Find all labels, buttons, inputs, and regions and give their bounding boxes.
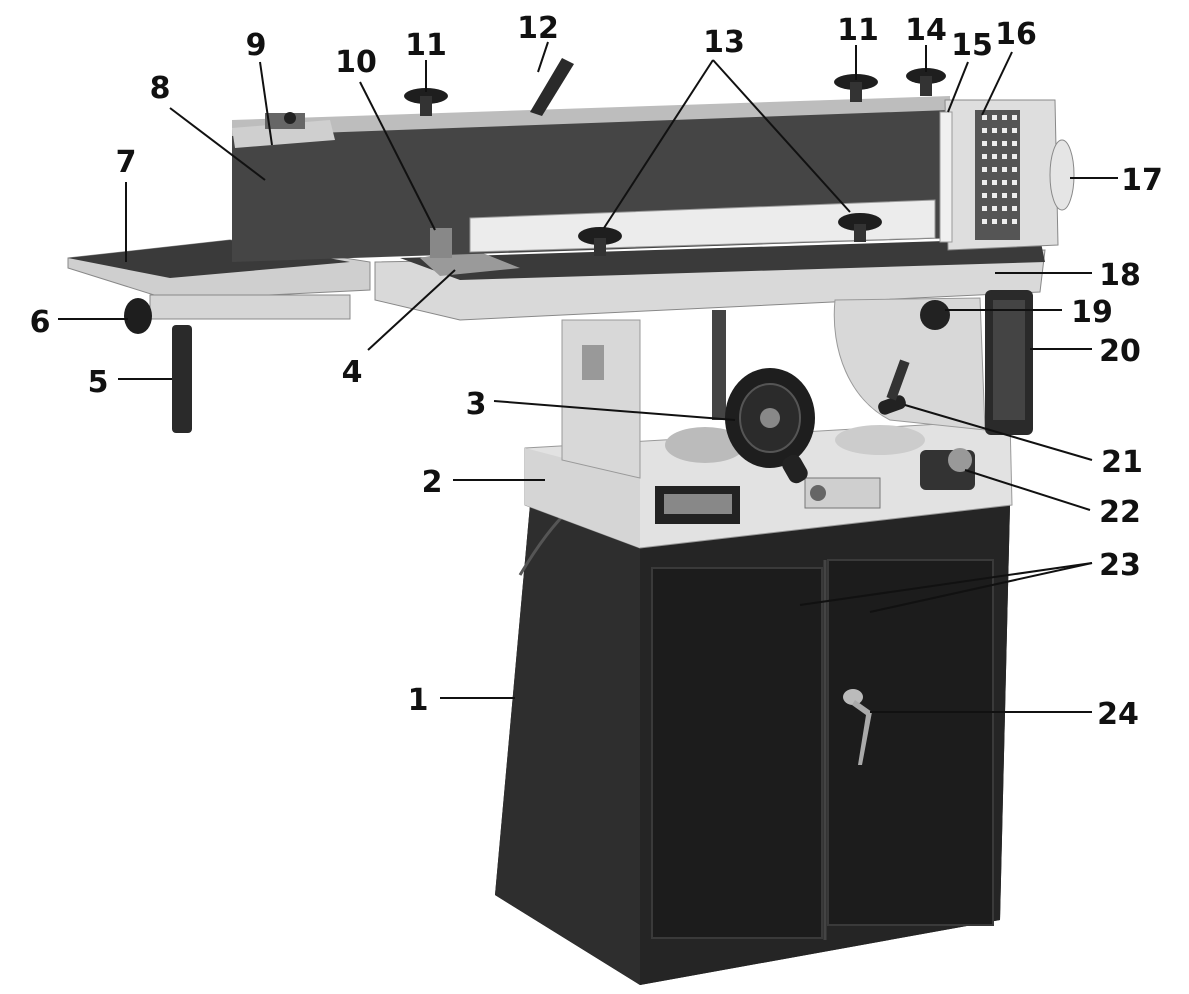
callout-labels: 1 2 3 4 5 6 7 8 9 10 11 11 12 13 14 15 1… [30,11,1163,732]
leader-22 [964,469,1091,511]
callout-9: 9 [246,28,267,63]
callout-21: 21 [1101,445,1143,480]
leader-4 [367,269,456,351]
callout-19: 19 [1071,295,1113,330]
knob-14 [906,68,946,96]
leader-13a [603,59,714,229]
work-table [374,238,1046,321]
callout-23: 23 [1099,548,1141,583]
knob-13-left [578,227,622,256]
knob-13-right [838,213,882,242]
callout-15: 15 [951,28,993,63]
callout-6: 6 [30,305,51,340]
callout-11-left: 11 [405,28,447,63]
callout-24: 24 [1097,697,1139,732]
leader-13b [712,59,851,213]
callout-8: 8 [150,71,171,106]
leader-lines [58,41,1118,713]
callout-13: 13 [703,25,745,60]
callout-18: 18 [1099,258,1141,293]
leader-23b [869,562,1093,613]
cabinet-stand [495,490,1010,985]
leader-15 [947,61,969,113]
base-body [524,419,1013,549]
callout-14: 14 [905,13,947,48]
callout-3: 3 [466,387,487,422]
belt-housing [232,96,955,262]
callout-10: 10 [335,45,377,80]
callout-17: 17 [1121,163,1163,198]
door-handle [843,689,872,765]
machine-illustration [67,58,1075,985]
callout-1: 1 [408,683,429,718]
knob-11-left [404,88,448,116]
callout-11-right: 11 [837,13,879,48]
handwheel [725,368,815,484]
cabinet-door-left [651,567,823,939]
leader-12 [537,41,549,73]
leader-16 [981,51,1013,116]
motor-guard [939,99,1075,251]
tensioner-assembly [232,112,335,148]
top-knobs [404,58,946,256]
extension-table [67,239,371,433]
callout-5: 5 [88,365,109,400]
leader-9 [259,61,273,146]
column [561,310,726,479]
leader-3 [493,400,736,421]
callout-16: 16 [995,17,1037,52]
lever-12 [530,58,574,116]
callout-20: 20 [1099,334,1141,369]
cabinet-door-right [827,559,994,926]
leader-8 [169,107,266,181]
info-plate [804,477,881,509]
leader-23a [799,562,1093,606]
callout-4: 4 [342,355,363,390]
callout-22: 22 [1099,495,1141,530]
callout-7: 7 [116,145,137,180]
leader-10 [359,81,436,231]
callout-12: 12 [517,11,559,46]
callout-2: 2 [422,465,443,500]
leader-21 [904,404,1093,461]
lower-motor [833,290,1033,435]
knob-11-right [834,74,878,102]
